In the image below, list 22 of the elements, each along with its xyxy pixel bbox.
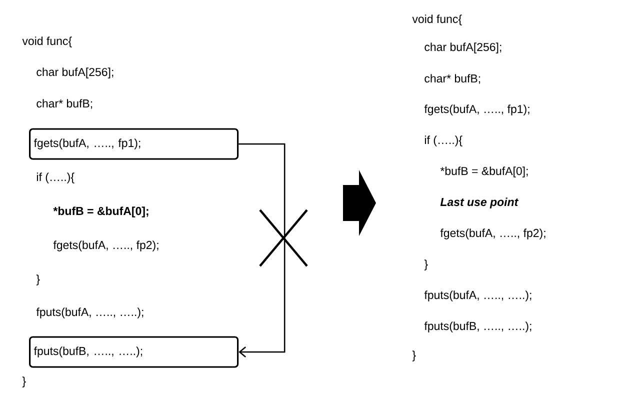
code-line: } <box>36 274 40 286</box>
code-line: fputs(bufA, ….., …..); <box>424 290 532 302</box>
code-line: Last use point <box>440 198 519 208</box>
code-line: void func{ <box>22 36 72 48</box>
code-line: fgets(bufA, ….., fp2); <box>440 228 546 240</box>
code-line: } <box>412 350 416 362</box>
code-line: fputs(bufB, ….., …..); <box>424 322 532 332</box>
code-line: *bufB = &bufA[0]; <box>53 206 148 218</box>
code-line: fgets(bufA, ….., fp1); <box>424 104 530 116</box>
code-line: fgets(bufA, ….., fp2); <box>53 240 158 252</box>
code-line: fputs(bufA, ….., …..); <box>36 308 144 318</box>
code-line: } <box>424 260 428 270</box>
code-line: } <box>22 376 26 388</box>
code-line: *bufB = &bufA[0]; <box>440 166 528 178</box>
code-line: char* bufB; <box>36 99 92 109</box>
code-line: char bufA[256]; <box>36 68 114 78</box>
code-line: void func{ <box>412 14 462 26</box>
code-line: if (…..){ <box>36 172 74 184</box>
code-line: char* bufB; <box>424 74 480 84</box>
code-line: char bufA[256]; <box>424 42 502 54</box>
code-line: if (…..){ <box>424 136 462 146</box>
arrow <box>238 143 286 358</box>
